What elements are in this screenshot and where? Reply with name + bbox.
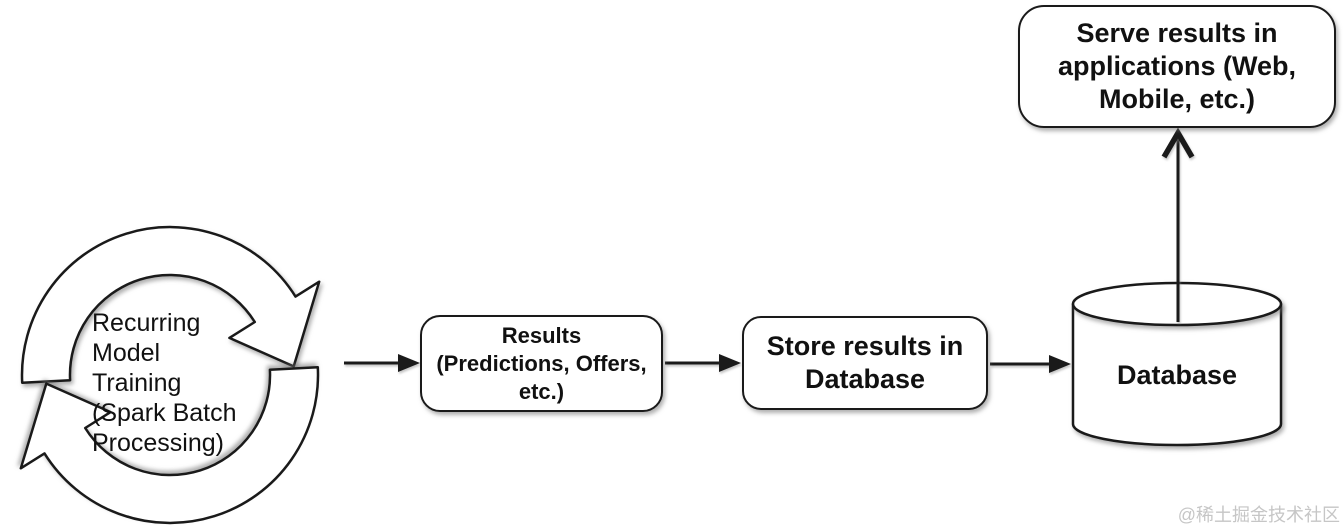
- serve-results-node: Serve results in applications (Web, Mobi…: [1018, 5, 1336, 128]
- arrow-head: [398, 354, 420, 372]
- database-cylinder-body: [1071, 302, 1283, 447]
- cycle-arrow-bottom: [19, 366, 320, 525]
- recurring-cycle-icon: [19, 225, 321, 525]
- arrow-results-to-store: [665, 354, 741, 372]
- results-node: Results (Predictions, Offers, etc.): [420, 315, 663, 412]
- database-label: Database: [1116, 360, 1238, 390]
- arrow-head: [719, 354, 741, 372]
- cycle-label: Recurring Model Training (Spark Batch Pr…: [92, 309, 237, 457]
- cycle-arrow-top: [20, 225, 321, 384]
- watermark-text: @稀土掘金技术社区: [1177, 505, 1340, 525]
- arrow-head: [1049, 355, 1071, 373]
- arrow-store-to-database: [990, 355, 1071, 373]
- arrow-cycle-to-results: [344, 354, 420, 372]
- store-results-node: Store results in Database: [742, 316, 988, 410]
- arrow-database-to-serve: [1161, 127, 1195, 322]
- arrow-head: [1161, 127, 1195, 159]
